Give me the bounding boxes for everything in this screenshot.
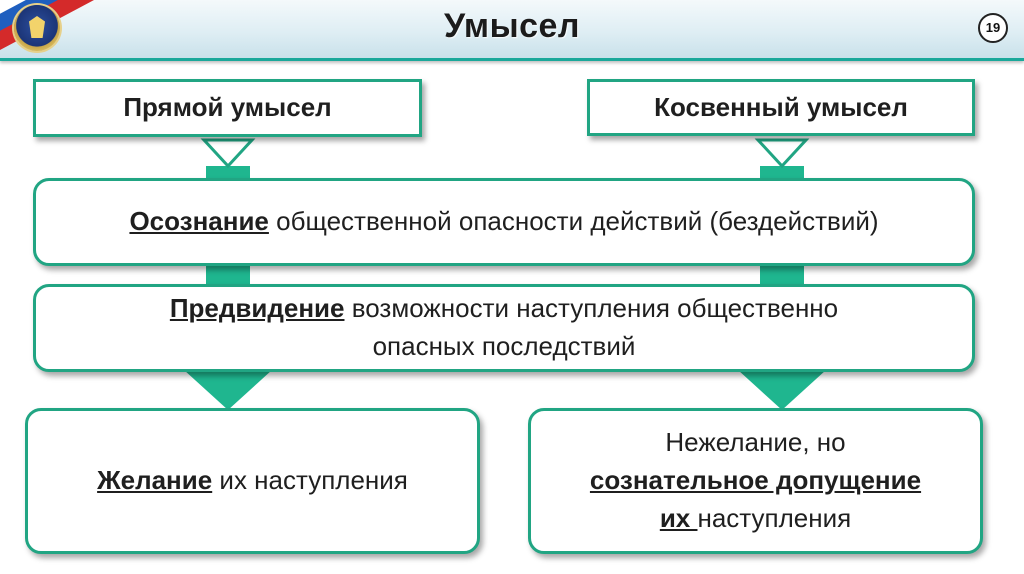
conscious-allowance-line-3: их наступления — [590, 500, 921, 538]
direct-intent-label: Прямой умысел — [123, 92, 332, 123]
foresight-rest: возможности наступления общественно — [344, 293, 839, 324]
emblem-icon — [14, 5, 60, 51]
foresight-box: Предвидение возможности наступления обще… — [33, 284, 975, 372]
conscious-allowance-line-1: Нежелание, но — [665, 427, 846, 458]
awareness-keyword: Осознание — [129, 206, 269, 237]
connector-left-1 — [206, 166, 250, 180]
connector-right-1 — [760, 166, 804, 180]
arrow-down-left-bottom — [184, 370, 272, 410]
desire-text: Желание их наступления — [97, 462, 408, 500]
foresight-keyword: Предвидение — [169, 293, 345, 324]
conscious-allowance-rest: наступления — [697, 502, 852, 533]
desire-keyword: Желание — [97, 465, 213, 496]
conscious-allowance-text: Нежелание, но сознательное допущение их … — [590, 424, 921, 537]
awareness-text: Осознание общественной опасности действи… — [129, 203, 878, 241]
foresight-line-2: опасных последствий — [372, 331, 636, 361]
emblem-shield-icon — [29, 16, 45, 38]
conscious-allowance-keyword-2: их — [659, 502, 698, 533]
foresight-text: Предвидение возможности наступления обще… — [170, 290, 838, 365]
page-title: Умысел — [443, 7, 581, 45]
awareness-box: Осознание общественной опасности действи… — [33, 178, 975, 266]
page-number-badge: 19 — [978, 13, 1008, 43]
conscious-allowance-keyword: сознательное допущение — [589, 465, 922, 496]
direct-intent-box: Прямой умысел — [33, 79, 422, 137]
arrow-down-left-top — [200, 138, 256, 169]
arrow-down-right-top — [754, 138, 810, 169]
flag-decoration — [0, 0, 120, 58]
connector-right-2 — [760, 264, 804, 286]
desire-rest: их наступления — [212, 465, 408, 496]
indirect-intent-box: Косвенный умысел — [587, 79, 975, 136]
awareness-rest: общественной опасности действий (бездейс… — [268, 206, 879, 237]
foresight-line-1: Предвидение возможности наступления обще… — [170, 290, 838, 328]
desire-box: Желание их наступления — [25, 408, 480, 554]
conscious-allowance-box: Нежелание, но сознательное допущение их … — [528, 408, 983, 554]
arrow-down-right-bottom — [738, 370, 826, 410]
indirect-intent-label: Косвенный умысел — [654, 91, 908, 122]
slide-header: Умысел 19 — [0, 0, 1024, 61]
connector-left-2 — [206, 264, 250, 286]
